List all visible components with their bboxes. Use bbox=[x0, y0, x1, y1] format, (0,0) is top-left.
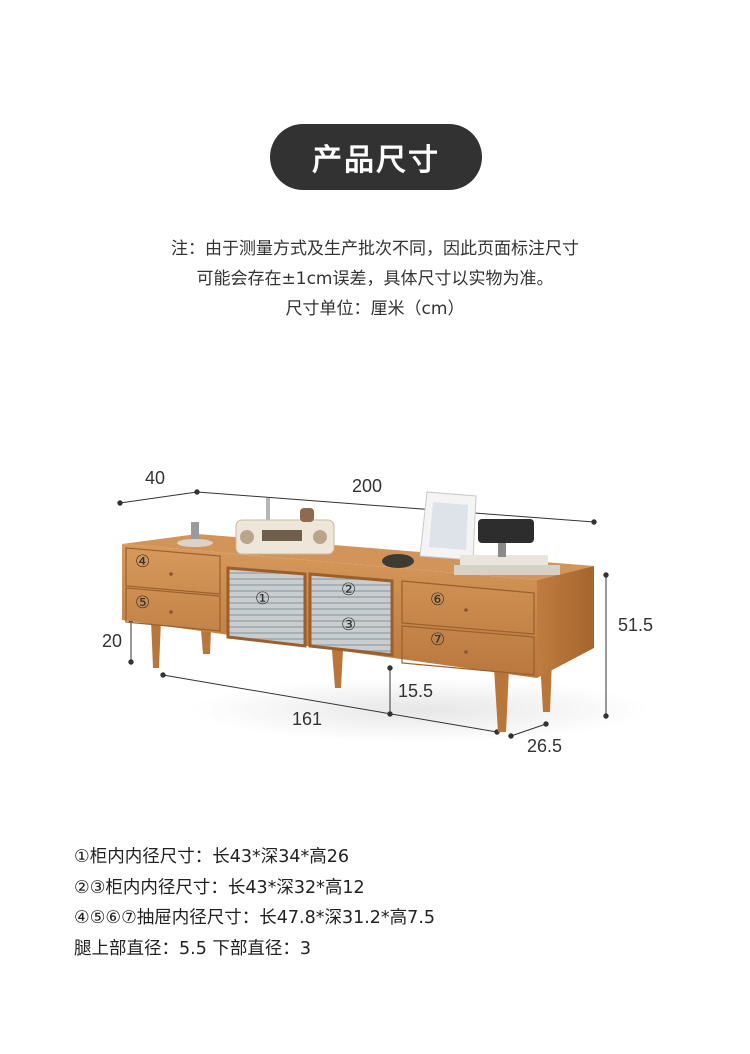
flip-clock-decor bbox=[478, 519, 534, 543]
label-compartment-6: ⑥ bbox=[430, 590, 446, 609]
label-compartment-1: ① bbox=[255, 589, 271, 608]
tv-cabinet-drawing bbox=[117, 489, 650, 742]
label-compartment-7: ⑦ bbox=[430, 630, 446, 649]
spec-item-4: 腿上部直径：5.5 下部直径：3 bbox=[74, 938, 312, 959]
left-drawers bbox=[125, 547, 221, 632]
cabinet-side bbox=[537, 566, 594, 678]
spec-item-2: ②③柜内内径尺寸：长43*深32*高12 bbox=[74, 877, 365, 898]
drawer-knobs bbox=[169, 572, 468, 654]
note-line-1: 注：由于测量方式及生产批次不同，因此页面标注尺寸 bbox=[171, 239, 579, 259]
note-line-2: 可能会存在±1cm误差，具体尺寸以实物为准。 bbox=[196, 269, 554, 289]
cabinet-legs bbox=[151, 620, 552, 732]
section-title: 产品尺寸 bbox=[270, 124, 482, 190]
dim-depth: 40 bbox=[145, 468, 166, 488]
spec-item-3: ④⑤⑥⑦抽屉内径尺寸：长47.8*深31.2*高7.5 bbox=[74, 908, 436, 928]
tv-cabinet-figure: ④ ⑤ ① ② ③ ⑥ ⑦ 40 200 51.5 20 15.5 161 26… bbox=[0, 440, 750, 780]
label-compartment-4: ④ bbox=[135, 552, 151, 571]
right-drawers bbox=[401, 580, 535, 676]
glass-door-left bbox=[226, 566, 307, 648]
dim-bottom-clearance: 15.5 bbox=[398, 681, 434, 701]
dim-leg-height: 20 bbox=[102, 631, 123, 651]
label-compartment-2: ② bbox=[341, 580, 357, 599]
dim-width: 200 bbox=[352, 476, 383, 496]
measurement-notes: 注：由于测量方式及生产批次不同，因此页面标注尺寸 可能会存在±1cm误差，具体尺… bbox=[0, 234, 750, 324]
label-compartment-3: ③ bbox=[341, 615, 357, 634]
label-compartment-5: ⑤ bbox=[135, 593, 151, 612]
speaker-decor bbox=[382, 554, 414, 568]
spec-item-1: ①柜内内径尺寸：长43*深34*高26 bbox=[74, 847, 349, 867]
note-line-3: 尺寸单位：厘米（cm） bbox=[285, 299, 465, 319]
dim-leg-depth: 26.5 bbox=[527, 736, 563, 756]
spec-list: ①柜内内径尺寸：长43*深34*高26 ②③柜内内径尺寸：长43*深32*高12… bbox=[74, 842, 435, 964]
dim-height: 51.5 bbox=[618, 615, 654, 635]
cup-decor bbox=[191, 522, 199, 542]
books-decor bbox=[460, 555, 548, 565]
dim-leg-span: 161 bbox=[292, 709, 323, 729]
glass-door-right bbox=[308, 572, 394, 657]
floor-shadow bbox=[190, 678, 650, 742]
candle-decor bbox=[300, 508, 314, 522]
